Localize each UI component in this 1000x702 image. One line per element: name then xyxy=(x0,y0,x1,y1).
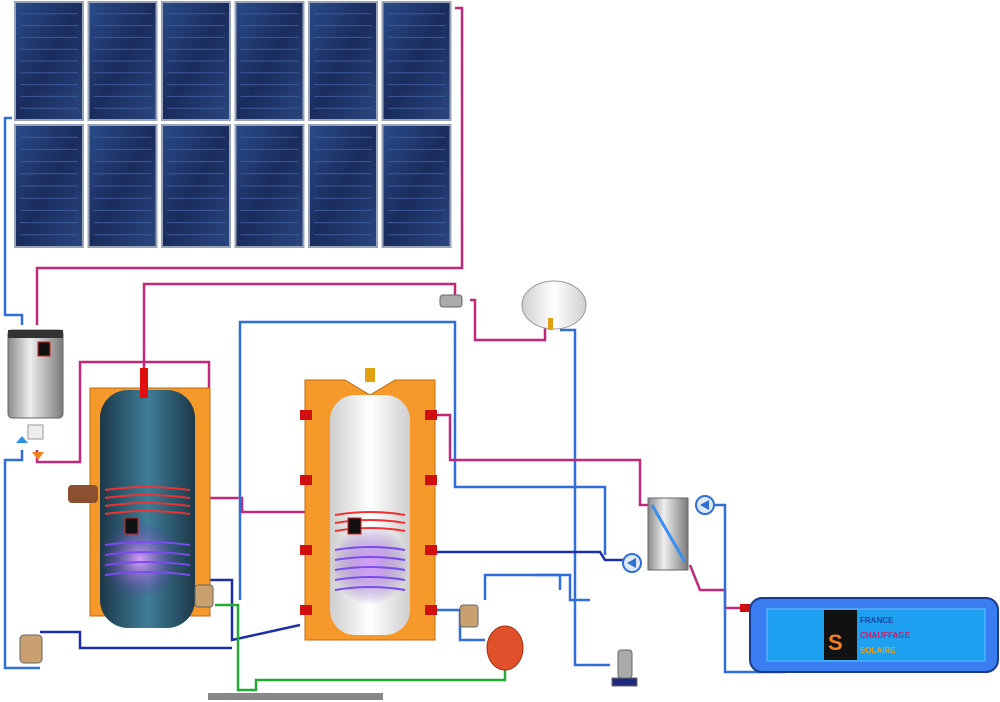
collector-flow-pipe xyxy=(35,6,464,325)
green-pipe xyxy=(215,603,507,692)
bottom-loop-pipe xyxy=(40,630,232,650)
svg-text:S: S xyxy=(828,630,843,655)
buffer-hot-out-pipe xyxy=(430,413,650,507)
solar-collector-array xyxy=(14,1,452,248)
tank-bottom-pipe xyxy=(200,578,301,642)
station-return-pipe xyxy=(3,450,40,670)
brand-line-2: CHAUFFAGE xyxy=(860,631,910,640)
brand-line-3: SOLAIRE xyxy=(860,646,896,655)
tank-top-feed-pipe xyxy=(142,282,457,372)
cold-main-pipe xyxy=(238,320,607,600)
solar-station xyxy=(7,329,64,460)
plate-heat-exchanger xyxy=(647,497,689,571)
loop-pipe xyxy=(483,573,590,602)
manifold-bar xyxy=(208,693,383,700)
buffer-tank xyxy=(300,368,437,641)
collector-return-pipe xyxy=(3,116,24,325)
solar-water-tank xyxy=(68,368,211,628)
hx-to-pool-pipe xyxy=(688,564,745,610)
swimming-pool: S xyxy=(740,597,999,673)
circulator-pumps xyxy=(622,495,715,573)
expansion-pipe xyxy=(470,298,547,342)
vessel-return-pipe xyxy=(560,328,610,667)
brand-logo xyxy=(824,610,857,660)
brand-line-1: FRANCE xyxy=(860,616,894,625)
valve-pipe xyxy=(535,573,562,590)
tank-coil-pipe xyxy=(207,496,305,514)
expansion-vessel-top xyxy=(521,280,587,330)
brand-text: FRANCE CHAUFFAGE SOLAIRE xyxy=(860,613,910,658)
pool-return-pipe xyxy=(715,503,785,674)
valves xyxy=(19,294,638,687)
expansion-vessel xyxy=(486,625,524,671)
buffer-mid-pipe xyxy=(430,550,625,562)
pipework xyxy=(3,6,785,692)
